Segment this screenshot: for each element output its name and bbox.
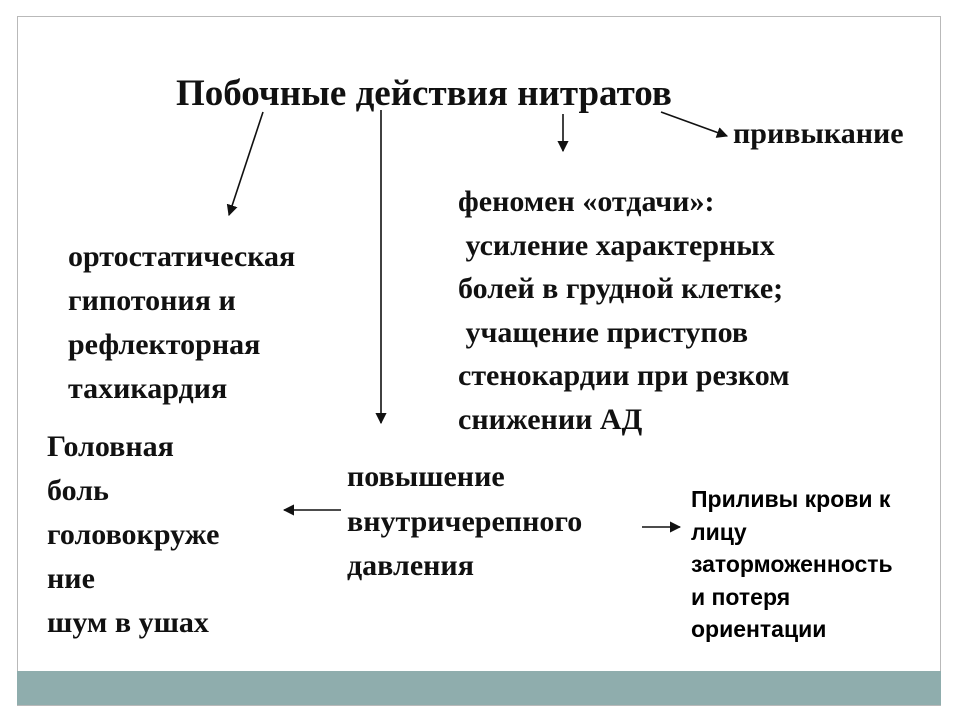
arrow-title-to-tolerance [660,111,729,138]
flushing-line: заторможенность [691,551,893,577]
headache-line: шум в ушах [47,606,209,639]
rebound-line: феномен «отдачи»: [458,185,715,218]
icp-line: повышение [347,460,505,493]
rebound-line: снижении АД [458,402,643,436]
orthostatic-line: ортостатическая [68,240,296,273]
node-tolerance: привыкание [733,117,904,150]
footer-bar [17,671,941,705]
node-headache: Головная боль головокруже ние шум в ушах [47,425,219,645]
headache-line: головокруже [47,518,220,551]
arrow-title-to-orthostatic [226,111,264,217]
icp-line: внутричерепного [347,504,583,538]
icp-line: давления [347,549,474,582]
rebound-line: учащение приступов [458,315,749,349]
headache-line: боль [47,474,109,507]
rebound-line: стенокардии при резком [458,359,790,392]
node-flushing: Приливы крови к лицу заторможенность и п… [691,483,893,646]
rebound-line: усиление характерных [458,228,775,262]
flushing-line: ориентации [691,616,827,642]
node-rebound-phenomenon: феномен «отдачи»: усиление характерных б… [458,180,790,441]
slide-title: Побочные действия нитратов [176,73,672,114]
flushing-line: лицу [691,518,747,545]
headache-line: Головная [47,430,174,463]
rebound-line: болей в грудной клетке; [458,272,784,305]
node-intracranial-pressure: повышение внутричерепного давления [347,455,582,589]
node-orthostatic-hypotension: ортостатическая гипотония и рефлекторная… [68,235,295,411]
flushing-line: и потеря [691,583,791,610]
flushing-line: Приливы крови к [691,486,891,512]
headache-line: ние [47,562,95,595]
orthostatic-line: рефлекторная [68,328,261,361]
orthostatic-line: гипотония и [68,284,236,317]
slide-frame [17,16,941,706]
orthostatic-line: тахикардия [68,372,228,405]
